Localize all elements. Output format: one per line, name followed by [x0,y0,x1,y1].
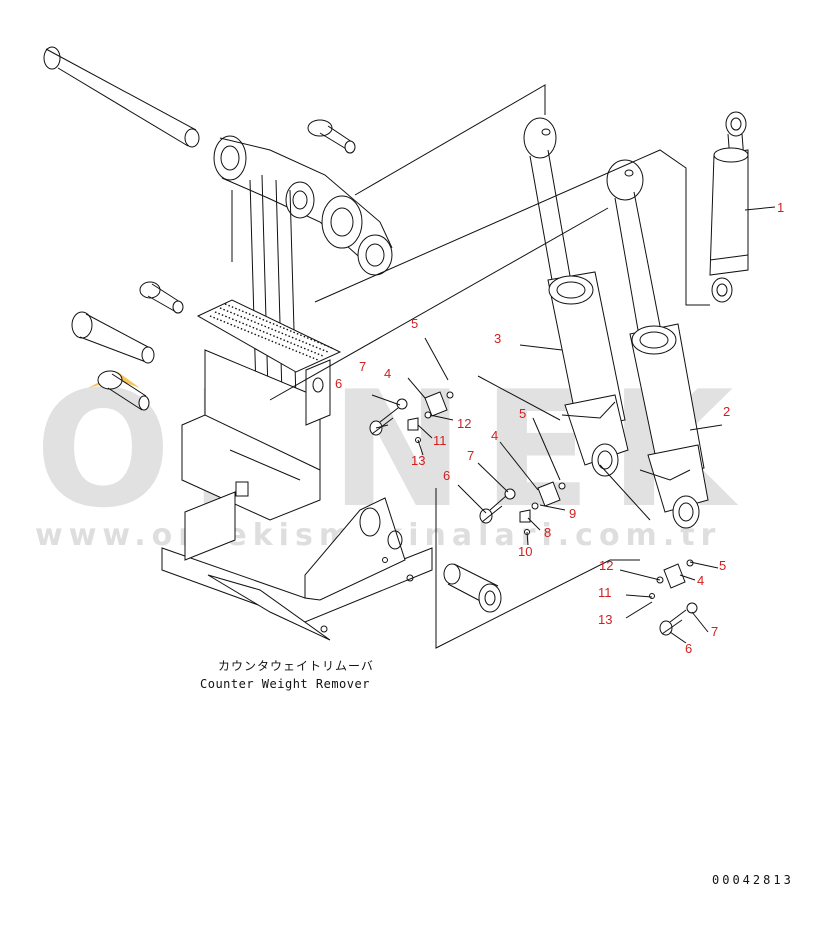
callout-13-lower: 13 [598,612,612,627]
callout-11-upper: 11 [433,433,447,448]
callout-8: 8 [544,525,551,540]
caption-english: Counter Weight Remover [200,677,370,691]
callout-5-middle: 5 [519,406,526,421]
callout-11-lower: 11 [598,585,612,600]
step-plate [196,299,342,373]
callout-10: 10 [518,544,532,559]
callout-6-upper: 6 [335,376,342,391]
callout-3: 3 [494,331,501,346]
callout-4-middle: 4 [491,428,498,443]
cylinder-1 [709,111,749,303]
callouts: 1 2 3 4 4 4 5 5 5 6 6 6 7 7 7 8 9 10 11 … [335,200,784,656]
callout-7-upper: 7 [359,359,366,374]
callout-5-upper: 5 [411,316,418,331]
callout-6-middle: 6 [443,468,450,483]
pin-base-right [443,563,502,613]
cylinder-3 [523,117,629,477]
base [161,491,433,641]
callout-2: 2 [723,404,730,419]
pins-left [71,281,184,411]
callout-12-lower: 12 [599,558,613,573]
small-pin-top [307,119,356,154]
caption-japanese: カウンタウェイトリムーバ [218,659,374,673]
callout-13-upper: 13 [411,453,425,468]
callout-7-lower: 7 [711,624,718,639]
leader-lines [371,206,776,644]
callout-5-lower: 5 [719,558,726,573]
hose-lines [561,401,691,481]
parts-cluster-lower [649,559,698,636]
drawing-number: 00042813 [712,873,794,887]
parts-cluster-middle [479,481,566,535]
callout-6-lower: 6 [685,641,692,656]
cylinder-2 [606,159,709,529]
callout-7-middle: 7 [467,448,474,463]
callout-4-upper: 4 [384,366,391,381]
long-pin [43,46,200,148]
frame-body [181,349,331,521]
assembly-lines [231,84,710,649]
callout-4-lower: 4 [697,573,704,588]
callout-1: 1 [777,200,784,215]
callout-9: 9 [569,506,576,521]
callout-12-upper: 12 [457,416,471,431]
